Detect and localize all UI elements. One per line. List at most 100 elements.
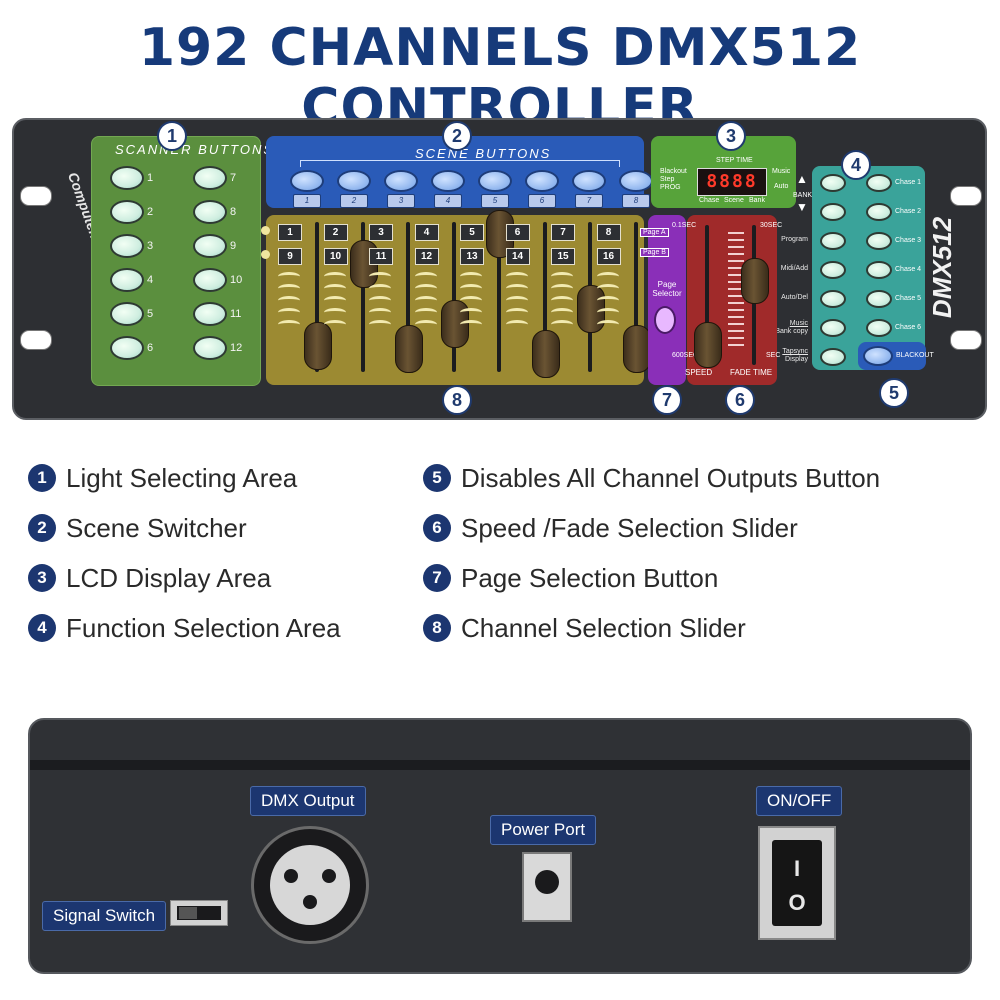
scanner-button-11[interactable] [193, 302, 227, 326]
scanner-button-4[interactable] [110, 268, 144, 292]
function-button-6[interactable] [820, 319, 846, 337]
scanner-button-9[interactable] [193, 234, 227, 258]
power-switch[interactable]: I O [758, 826, 836, 940]
level-arc-icon [505, 284, 528, 293]
scanner-button-2[interactable] [110, 200, 144, 224]
scanner-button-12[interactable] [193, 336, 227, 360]
channel-slider-knob-6[interactable] [531, 330, 560, 378]
scene-button-5[interactable] [478, 170, 512, 192]
function-button-7[interactable] [820, 348, 846, 366]
bank-down-icon[interactable]: ▼ [796, 200, 808, 214]
scene-button-6[interactable] [525, 170, 559, 192]
function-label-program: Program [781, 236, 808, 243]
chase-button-4[interactable] [866, 261, 892, 279]
scene-button-2[interactable] [337, 170, 371, 192]
badge-5: 5 [879, 378, 909, 408]
function-button-1[interactable] [820, 174, 846, 192]
function-label-tapsync: Tapsync [782, 348, 808, 355]
scene-button-3[interactable] [384, 170, 418, 192]
level-arc-icon [278, 296, 300, 305]
channel-number-6: 6 [505, 224, 530, 241]
badge-7: 7 [652, 385, 682, 415]
mount-hole [950, 330, 982, 350]
scanner-button-1[interactable] [110, 166, 144, 190]
speed-min-label: 0.1SEC [672, 222, 697, 229]
level-arc-icon [278, 272, 300, 281]
channel-slider-knob-3[interactable] [395, 325, 423, 373]
level-arc-icon [369, 284, 391, 293]
channel-number-14: 14 [505, 248, 530, 265]
scene-button-number: 5 [481, 194, 509, 208]
chase-button-6[interactable] [866, 319, 892, 337]
scanner-button-5[interactable] [110, 302, 144, 326]
badge-3: 3 [716, 121, 746, 151]
scanner-buttons-label: SCANNER BUTTONS [115, 142, 275, 157]
scene-button-1[interactable] [290, 170, 324, 192]
scanner-button-10[interactable] [193, 268, 227, 292]
bank-up-icon[interactable]: ▲ [796, 172, 808, 186]
signal-switch[interactable] [170, 900, 228, 926]
lcd-label-auto: Auto [774, 183, 789, 190]
legend-number-badge: 3 [28, 564, 56, 592]
function-button-3[interactable] [820, 232, 846, 250]
channel-slider-knob-8[interactable] [622, 325, 651, 373]
fade-max-label: 30SEC [760, 222, 783, 229]
scene-button-8[interactable] [619, 170, 653, 192]
function-button-2[interactable] [820, 203, 846, 221]
channel-slider-knob-1[interactable] [304, 322, 332, 370]
legend-text: Light Selecting Area [66, 462, 298, 493]
lcd-label-scene: Scene [724, 197, 744, 204]
page-selection-area [648, 215, 686, 385]
chase-label-6: Chase 6 [895, 324, 922, 331]
chase-button-5[interactable] [866, 290, 892, 308]
scene-button-7[interactable] [572, 170, 606, 192]
level-arc-icon [369, 296, 391, 305]
level-arc-icon [596, 284, 619, 293]
function-button-5[interactable] [820, 290, 846, 308]
level-arc-icon [323, 296, 346, 305]
dmx-output-label: DMX Output [250, 786, 366, 816]
lcd-label-step: Step [660, 176, 675, 183]
scanner-button-number: 3 [147, 240, 154, 252]
page-title: 192 CHANNELS DMX512 CONTROLLER [138, 18, 862, 138]
legend-text: Scene Switcher [66, 512, 247, 543]
function-button-4[interactable] [820, 261, 846, 279]
channel-slider-track-8 [633, 222, 638, 372]
fade-time-label: FADE TIME [730, 368, 773, 377]
level-arc-icon [551, 272, 573, 281]
dmx-output-connector[interactable] [251, 826, 369, 944]
lcd-step-time: STEP TIME [716, 157, 753, 164]
channel-number-13: 13 [460, 248, 484, 265]
scene-button-number: 3 [387, 194, 415, 208]
page-a-led [261, 226, 270, 235]
speed-slider-knob[interactable] [694, 322, 722, 368]
page-selector-label: Page Selector [652, 280, 682, 298]
chase-button-3[interactable] [866, 232, 892, 250]
lcd-label-prog: PROG [660, 184, 681, 191]
page-selector-button[interactable] [654, 306, 676, 334]
power-port[interactable] [522, 852, 572, 922]
back-panel-strip [30, 760, 970, 770]
rocker-switch-icon: I O [772, 840, 822, 926]
chase-label-3: Chase 3 [895, 237, 922, 244]
blackout-button[interactable] [863, 346, 893, 366]
scanner-button-7[interactable] [193, 166, 227, 190]
fade-slider-knob[interactable] [741, 258, 769, 304]
level-arc-icon [414, 308, 437, 317]
chase-button-2[interactable] [866, 203, 892, 221]
scene-button-number: 1 [293, 194, 321, 208]
scanner-button-number: 8 [230, 206, 237, 218]
chase-button-1[interactable] [866, 174, 892, 192]
scene-bracket [300, 160, 620, 167]
scanner-button-6[interactable] [110, 336, 144, 360]
scene-button-4[interactable] [431, 170, 465, 192]
badge-6: 6 [725, 385, 755, 415]
level-arc-icon [596, 308, 619, 317]
channel-slider-track-6 [542, 222, 547, 372]
channel-number-7: 7 [551, 224, 575, 241]
lcd-label-music: Music [772, 168, 791, 175]
scene-button-number: 4 [434, 194, 462, 208]
scanner-button-3[interactable] [110, 234, 144, 258]
scanner-button-8[interactable] [193, 200, 227, 224]
